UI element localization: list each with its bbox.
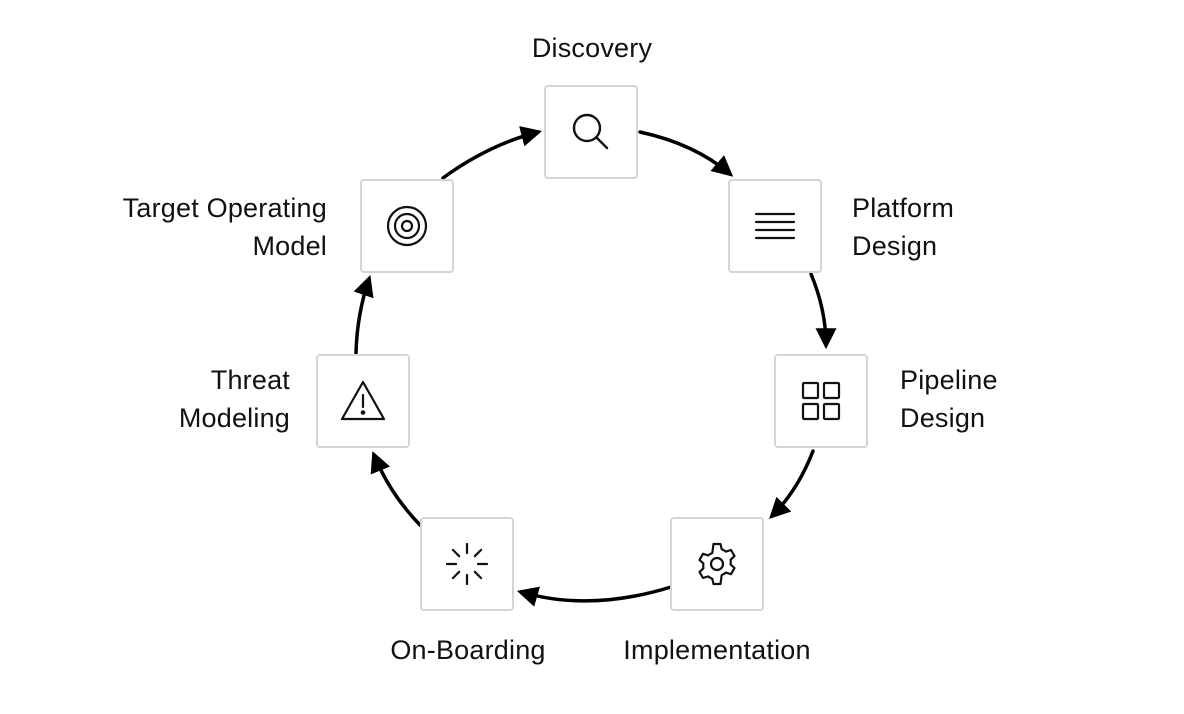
warning-icon <box>340 380 386 421</box>
stage-label-platform-design: Platform Design <box>852 193 955 261</box>
stage-box-target-operating-model <box>360 179 454 273</box>
arrow-platform-to-pipeline <box>809 272 837 350</box>
stage-box-on-boarding <box>420 517 514 611</box>
stage-label-pipeline-design: Pipeline Design <box>900 365 998 433</box>
arrow-onboarding-to-threat <box>370 451 422 527</box>
stage-box-implementation <box>670 517 764 611</box>
stage-box-threat-modeling <box>316 354 410 448</box>
arrow-discovery-to-platform <box>638 130 734 177</box>
grid-icon <box>801 381 841 421</box>
stage-label-discovery: Discovery <box>531 33 653 63</box>
stage-box-discovery <box>544 85 638 179</box>
arrow-threat-to-target <box>353 275 374 355</box>
loader-icon <box>445 542 489 586</box>
search-icon <box>572 113 609 150</box>
arrow-pipeline-to-implementation <box>769 449 815 519</box>
stage-label-on-boarding: On-Boarding <box>390 635 546 665</box>
stage-label-threat-modeling: Threat Modeling <box>178 365 290 433</box>
gear-icon <box>698 542 736 586</box>
stage-box-pipeline-design <box>774 354 868 448</box>
stage-box-platform-design <box>728 179 822 273</box>
target-icon <box>386 205 428 247</box>
stage-label-implementation: Implementation <box>623 635 811 665</box>
arrow-target-to-discovery <box>441 126 543 180</box>
stage-label-target-operating-model: Target Operating Model <box>122 193 327 261</box>
list-lines-icon <box>754 212 796 240</box>
arrow-implementation-to-onboarding <box>516 585 673 607</box>
